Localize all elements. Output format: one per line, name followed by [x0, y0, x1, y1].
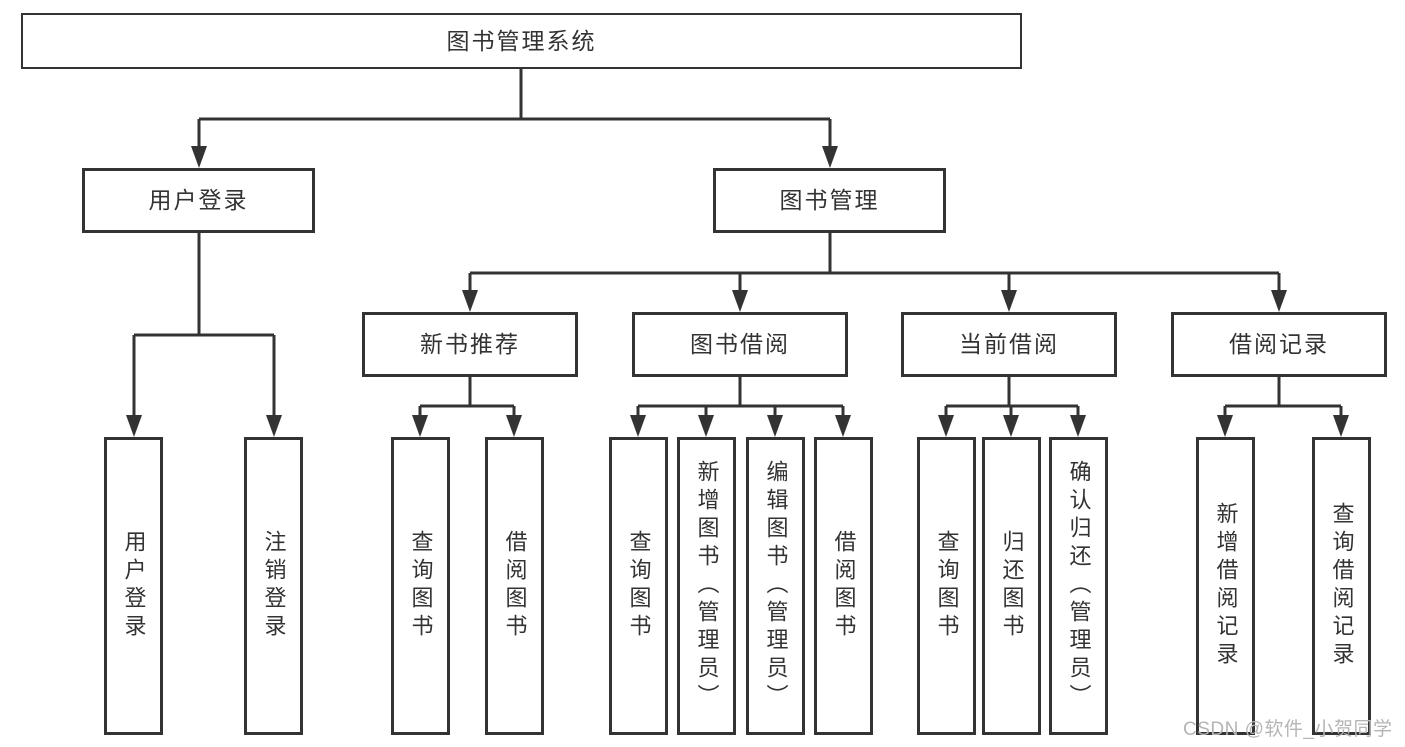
node-label: 新书推荐: [420, 331, 520, 357]
node-label: 图书管理: [779, 187, 880, 213]
leaf-borrow-books-borrowing: 借阅图书: [814, 437, 873, 735]
node-user-login: 用户登录: [82, 168, 315, 233]
node-label: 当前借阅: [959, 331, 1059, 357]
node-label: 查询图书: [626, 530, 652, 642]
node-library-management-system: 图书管理系统: [21, 13, 1022, 69]
node-label: 新增图书（管理员）: [694, 460, 720, 712]
node-new-book-recommendation: 新书推荐: [362, 312, 578, 377]
node-label: 归还图书: [999, 530, 1025, 642]
leaf-return-book: 归还图书: [982, 437, 1041, 735]
node-label: 图书借阅: [690, 331, 790, 357]
node-label: 注销登录: [261, 530, 287, 642]
node-label: 图书管理系统: [446, 27, 597, 54]
leaf-borrow-books-recommend: 借阅图书: [485, 437, 544, 735]
node-label: 用户登录: [148, 187, 249, 213]
leaf-query-books-borrowing: 查询图书: [609, 437, 668, 735]
node-label: 查询图书: [408, 530, 434, 642]
node-label: 查询图书: [934, 530, 960, 642]
node-label: 用户登录: [121, 530, 147, 642]
leaf-query-books-current: 查询图书: [917, 437, 976, 735]
node-label: 借阅记录: [1229, 331, 1329, 357]
leaf-query-borrow-record: 查询借阅记录: [1312, 437, 1371, 735]
csdn-watermark: CSDN @软件_小贺同学: [1183, 719, 1393, 740]
node-borrowing-records: 借阅记录: [1171, 312, 1387, 377]
node-label: 借阅图书: [502, 530, 528, 642]
node-label: 查询借阅记录: [1329, 502, 1355, 670]
node-label: 编辑图书（管理员）: [763, 460, 789, 712]
node-book-management: 图书管理: [713, 168, 946, 233]
leaf-add-book-admin: 新增图书（管理员）: [677, 437, 736, 735]
leaf-edit-book-admin: 编辑图书（管理员）: [746, 437, 805, 735]
node-label: 确认归还（管理员）: [1066, 460, 1092, 712]
leaf-user-login: 用户登录: [104, 437, 163, 735]
node-label: 借阅图书: [831, 530, 857, 642]
leaf-add-borrow-record: 新增借阅记录: [1196, 437, 1255, 735]
leaf-confirm-return-admin: 确认归还（管理员）: [1049, 437, 1108, 735]
node-label: 新增借阅记录: [1213, 502, 1239, 670]
leaf-logout: 注销登录: [244, 437, 303, 735]
node-book-borrowing: 图书借阅: [632, 312, 848, 377]
leaf-query-books-recommend: 查询图书: [391, 437, 450, 735]
node-current-borrowing: 当前借阅: [901, 312, 1117, 377]
